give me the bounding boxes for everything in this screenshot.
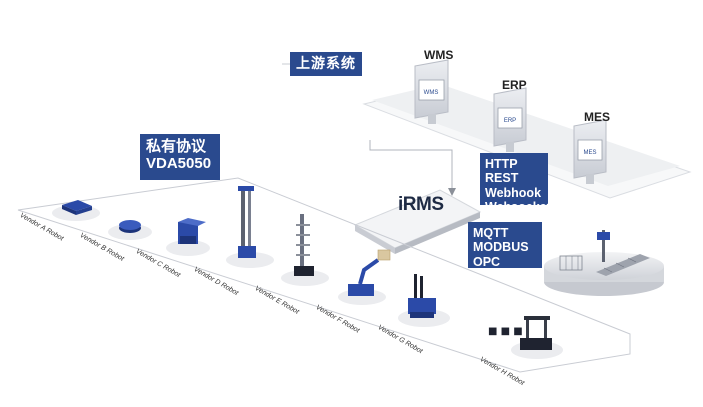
more-robots-ellipsis: ■ ■ ■ [488,326,523,337]
http-line3: Websocket [485,200,551,215]
irms-platform [353,189,482,254]
vendor-d-robot-icon [238,186,256,258]
http-line1: HTTP REST [485,157,519,186]
robot-pad [281,270,329,286]
mqtt-line1: MQTT [473,226,509,240]
scanner-pole-icon [597,230,610,262]
conveyor-icon [596,254,650,276]
industrial-protocols-label: MQTT MODBUS OPC [468,222,542,269]
erp-label: ERP [502,78,527,92]
monitor-wms-screen-text: WMS [424,90,439,96]
vendor-c-robot-icon [178,218,206,244]
irms-title: iRMS [398,194,444,215]
upstream-to-irms-connector [369,140,453,190]
wms-label: WMS [424,48,454,62]
monitor-wms-icon [414,59,449,124]
monitor-erp-icon [493,87,527,152]
private-protocol-label: 私有协议 VDA5050 [140,134,220,180]
vendor-g-robot-icon [408,274,436,318]
http-line2: Webhook [485,185,542,200]
mes-label: MES [584,110,611,124]
robot-pad [166,240,210,256]
monitor-mes-screen-text: MES [583,150,596,156]
vendor-b-robot-icon [119,220,141,233]
monitor-erp-screen-text: ERP [504,118,516,124]
monitor-mes-icon [573,119,607,184]
private-protocol-line2: VDA5050 [146,155,212,173]
rack-cage-icon [559,255,583,271]
mqtt-line3: OPC [473,254,501,269]
private-protocol-line1: 私有协议 [146,138,207,155]
mqtt-line2: MODBUS [473,240,529,255]
vendor-f-robot-icon [348,249,391,296]
upstream-systems-label: 上游系统 [290,52,362,76]
vendor-e-robot-icon [294,214,314,276]
arrow-down-icon [448,188,456,196]
vendor-a-robot-icon [62,200,92,215]
http-protocols-label: HTTP REST Webhook Websocket [480,153,551,214]
robot-row-outline [17,177,631,373]
vendor-h-robot-icon [520,316,552,350]
